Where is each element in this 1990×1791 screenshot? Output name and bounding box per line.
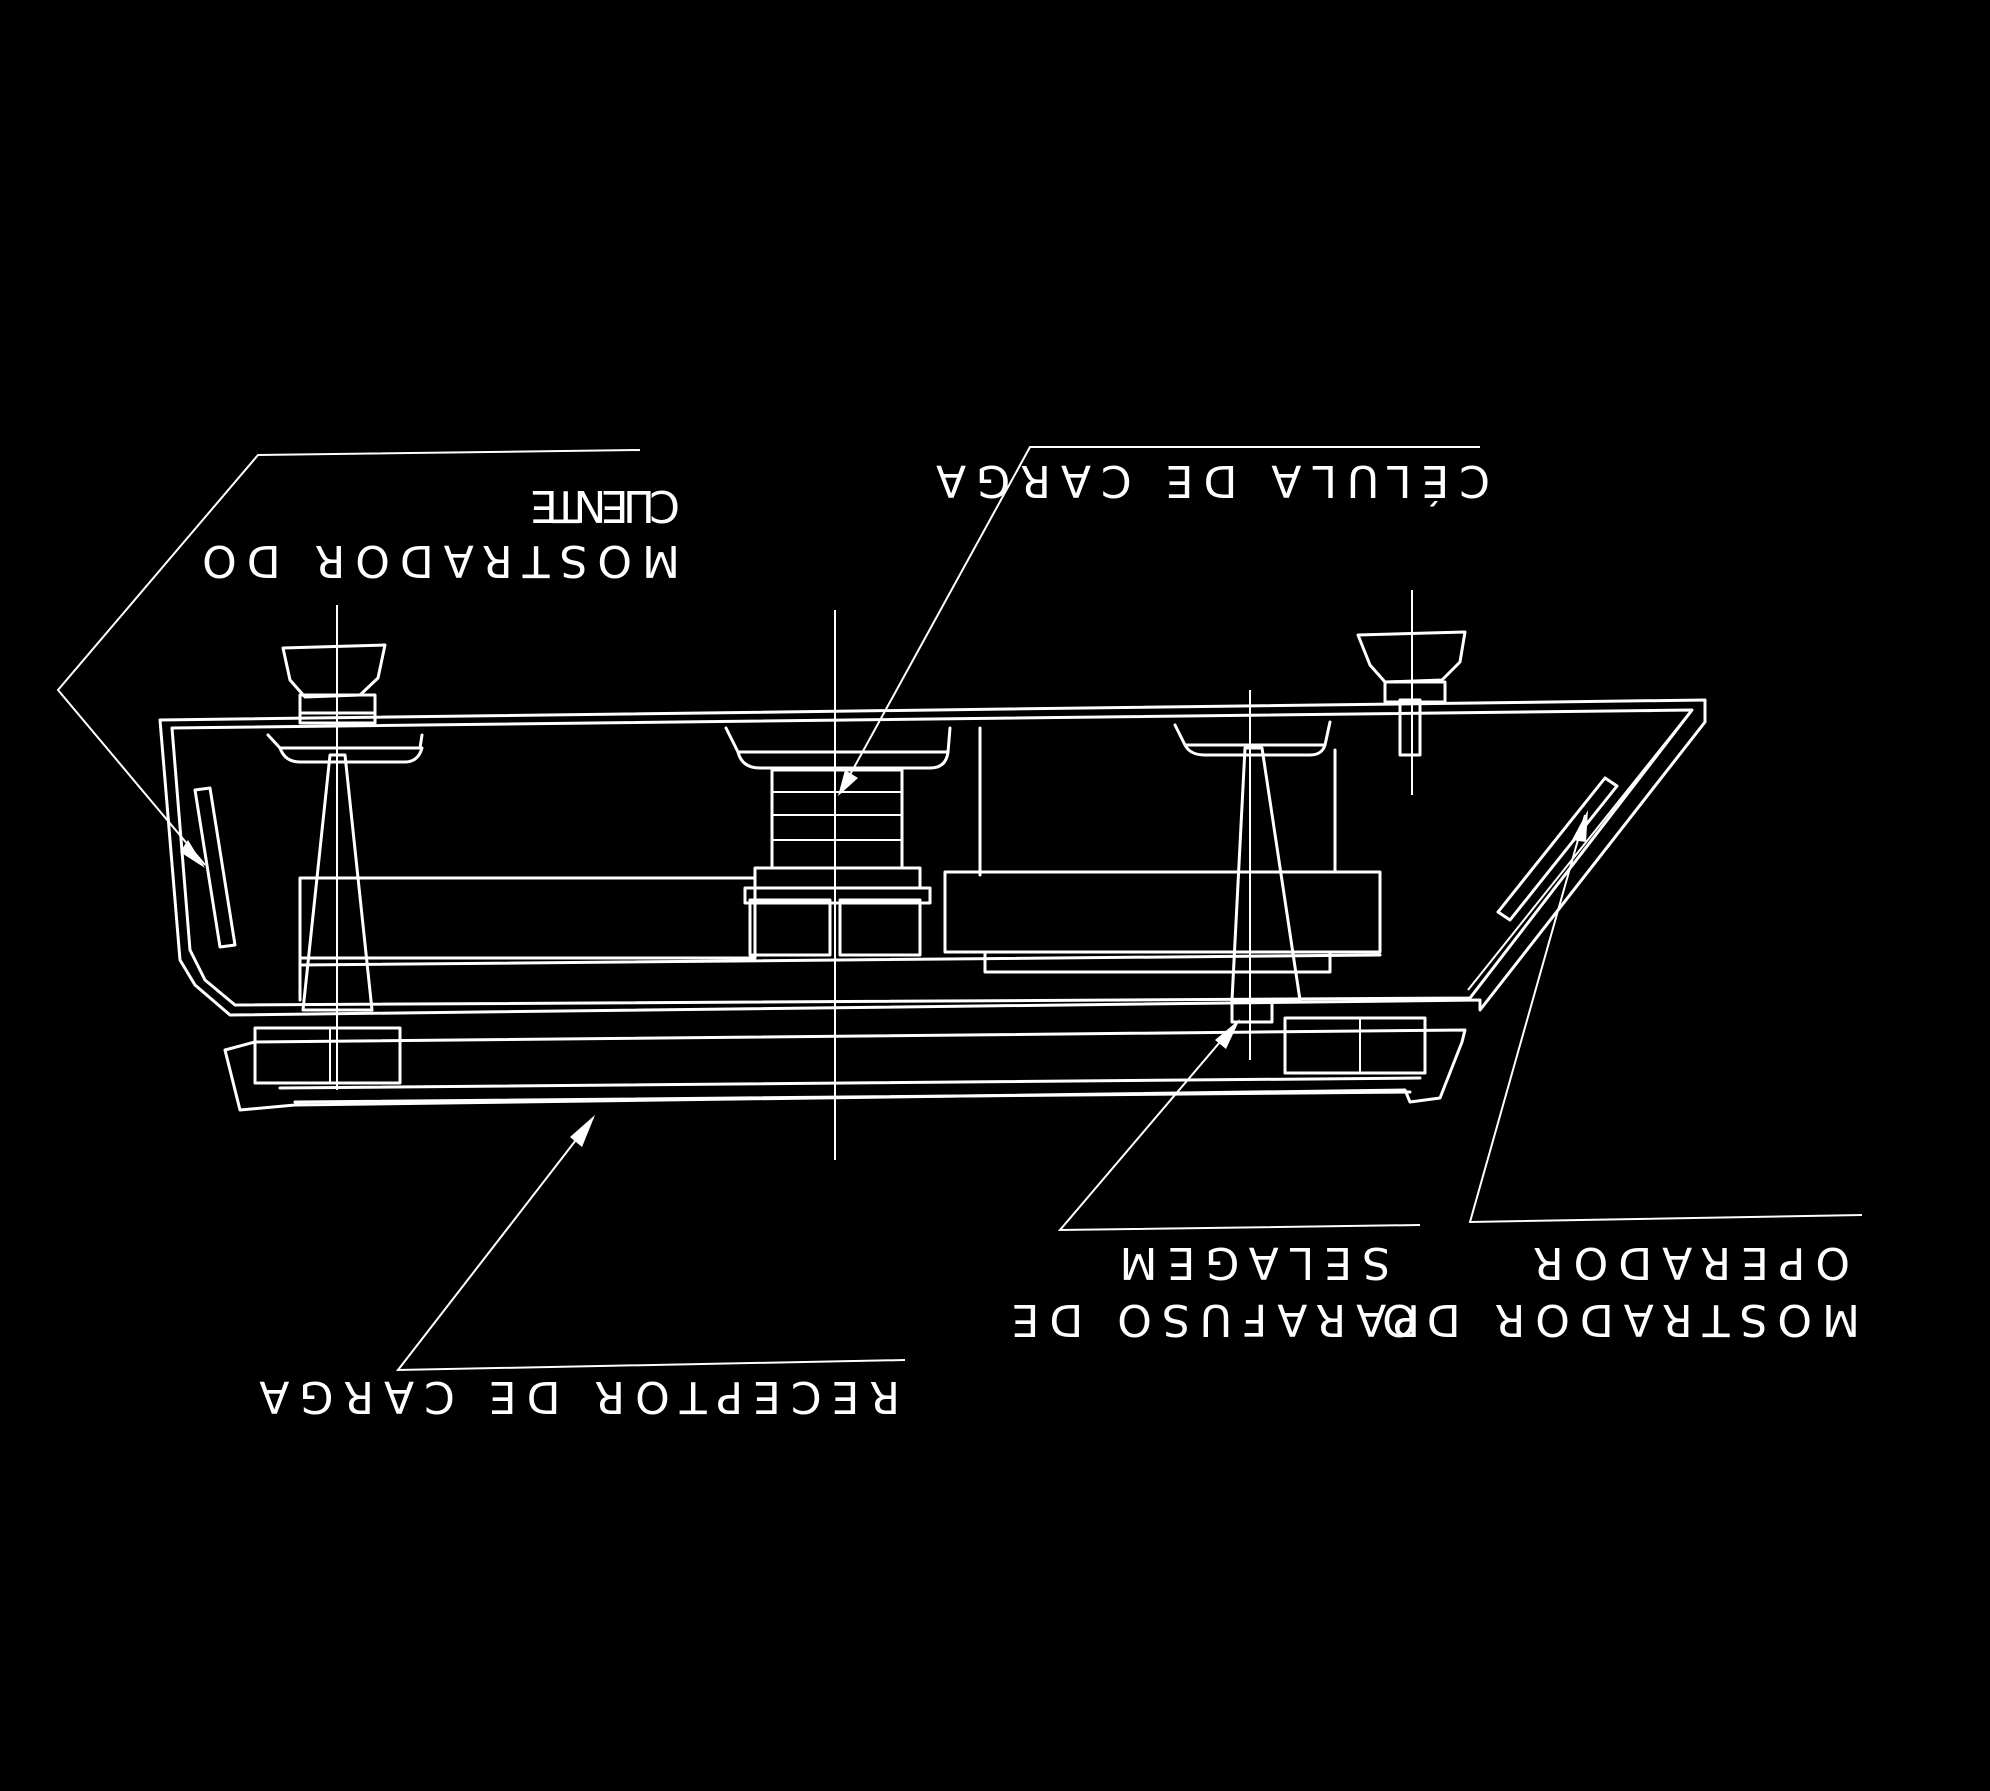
operator-display-label-line2: OPERADOR [1523, 1237, 1850, 1288]
sealing-screw-leader [1057, 1019, 1421, 1232]
load-cell-label-text: CÉLULA DE CARGA [926, 455, 1490, 508]
pan-recesses [266, 720, 1332, 770]
load-receptor-leader [395, 1115, 906, 1372]
operator-display-label: MOSTRADOR DO OPERADOR [1372, 1237, 1860, 1345]
operator-display-window [1496, 776, 1619, 922]
right-column [1230, 690, 1302, 1060]
customer-display-leader [56, 449, 641, 868]
internal-frame [298, 726, 1382, 974]
load-cell [743, 610, 932, 1160]
sealing-screw-label-line1: PARAFUSO DE [1002, 1294, 1420, 1345]
operator-display-leader [1468, 810, 1863, 1224]
load-receptor-label: RECEPTOR DE CARGA [249, 1371, 900, 1422]
sealing-screw-label-line2: SELAGEM [1110, 1237, 1390, 1288]
load-receptor-base [223, 998, 1467, 1112]
load-cell-leader [838, 446, 1480, 796]
left-foot-assembly [281, 605, 387, 1090]
customer-display-label: MOSTRADOR DO CLIENTE [192, 480, 680, 586]
sealing-screw-label: PARAFUSO DE SELAGEM [1002, 1237, 1420, 1345]
operator-display-label-line1: MOSTRADOR DO [1372, 1294, 1860, 1345]
load-cell-label: CÉLULA DE CARGA [926, 455, 1490, 508]
customer-display-window [193, 786, 237, 949]
right-foot-assembly [1356, 590, 1467, 795]
customer-display-label-line1: MOSTRADOR DO [192, 535, 680, 586]
load-receptor-label-text: RECEPTOR DE CARGA [249, 1371, 900, 1422]
scale-housing [158, 698, 1707, 1017]
customer-display-label-line2: CLIENTE [520, 480, 680, 531]
